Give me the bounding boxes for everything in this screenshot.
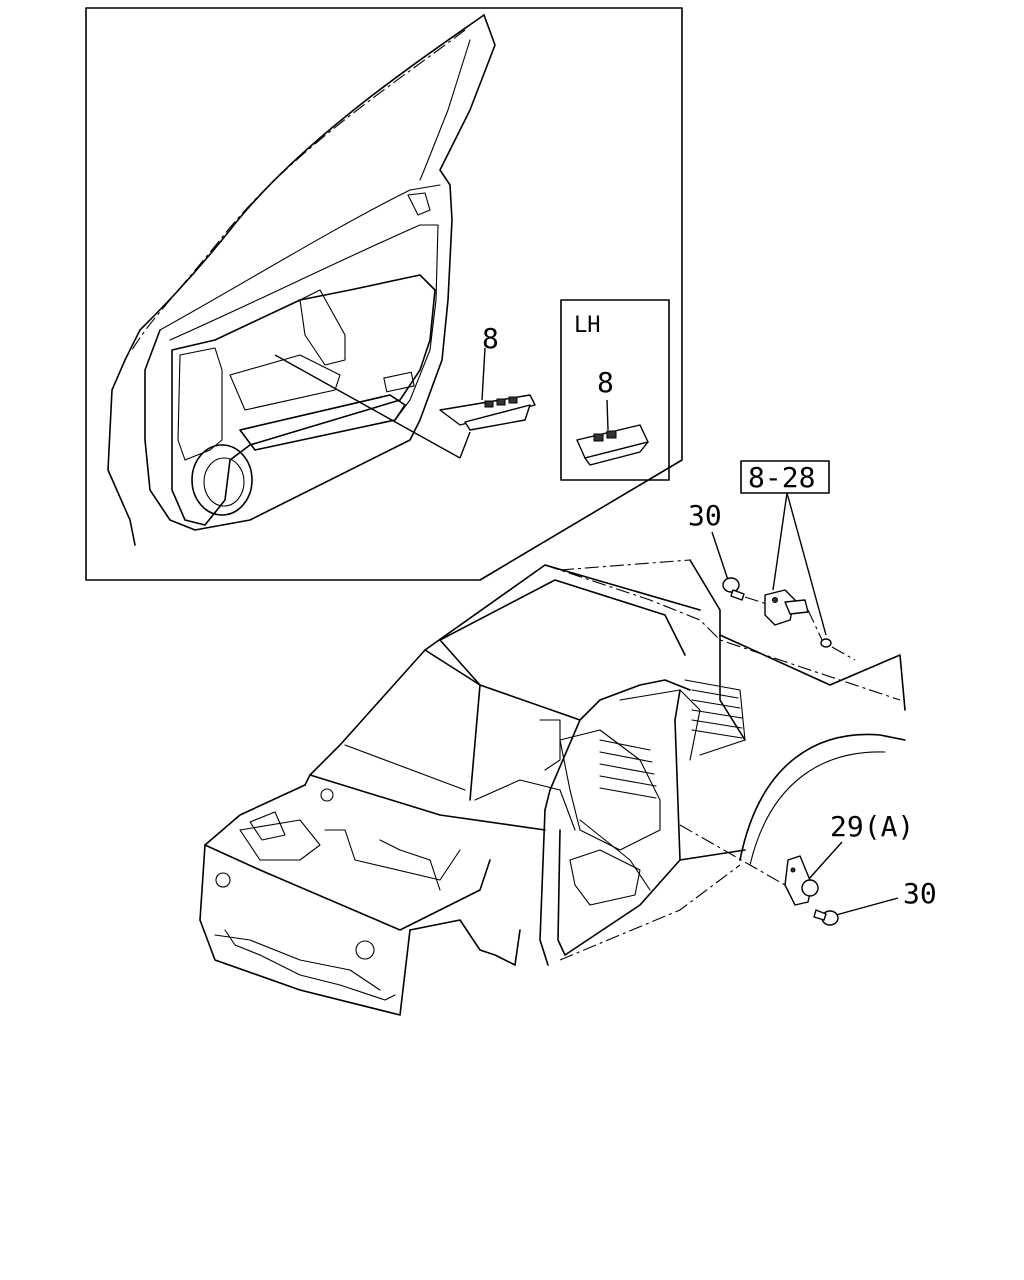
callout-lh-switch: 8 <box>597 366 614 399</box>
lh-switch-part <box>576 424 649 466</box>
callout-sensor-lower: 29(A) <box>830 810 914 843</box>
lh-label: LH <box>574 313 601 338</box>
front-door-drawing <box>107 14 496 546</box>
callout-bolt-upper: 30 <box>688 499 722 532</box>
bolt-upper-part <box>722 577 745 601</box>
door-detail-inset: 8 LH 8 <box>85 7 683 581</box>
sensor-29-part <box>784 855 819 906</box>
floor-hatching <box>599 679 746 799</box>
sensor-assembly-upper: 8-28 30 <box>688 460 856 661</box>
callout-bolt-lower: 30 <box>903 877 937 910</box>
washer-part <box>820 638 832 648</box>
vehicle-body-drawing <box>199 559 906 1016</box>
callout-door-switch: 8 <box>482 322 499 355</box>
bolt-lower-part <box>813 909 839 926</box>
sensor-assembly-lower: 29(A) 30 <box>679 810 937 926</box>
callout-box-sensor-set <box>740 460 830 494</box>
window-switch-part <box>439 394 536 431</box>
lh-variant-box: LH 8 <box>560 299 670 481</box>
door-sensor-part <box>764 589 809 626</box>
callout-sensor-set: 8-28 <box>748 461 815 494</box>
